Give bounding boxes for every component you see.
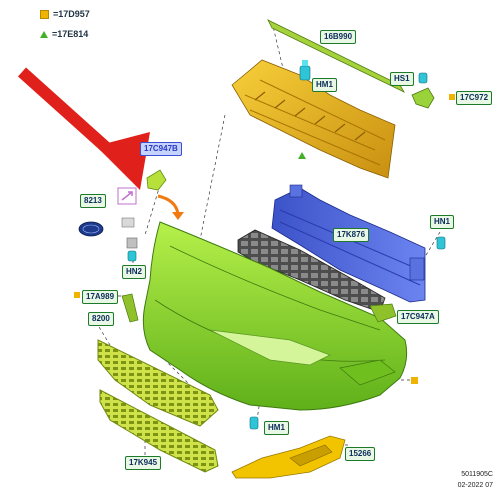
side-piece-17a989	[121, 293, 139, 323]
callout-hn1[interactable]: HN1	[430, 215, 455, 229]
callout-15266[interactable]: 15266	[345, 447, 376, 461]
clip-hn1	[436, 236, 446, 250]
green-triangle-icon	[40, 30, 48, 38]
legend-row-square: =17D957	[40, 8, 90, 20]
leader-line	[95, 321, 111, 346]
ford-badge-icon	[78, 221, 104, 237]
legend-label-triangle: =17E814	[52, 29, 89, 39]
bracket-17c947a	[369, 303, 397, 323]
bumper-cover	[142, 221, 408, 411]
sensor-tag-icon	[121, 191, 133, 201]
yellow-square-icon	[40, 9, 49, 19]
callout-8213[interactable]: 8213	[80, 194, 106, 208]
leader-line	[144, 184, 161, 236]
yellow-square-icon	[74, 292, 80, 298]
bracket-17c972	[411, 87, 435, 109]
upper-grille	[97, 339, 219, 427]
upper-trim-strip	[267, 19, 405, 93]
bracket-17c947b	[146, 169, 167, 191]
callout-17c972[interactable]: 17C972	[456, 91, 493, 105]
callout-hm1-bottom[interactable]: HM1	[264, 421, 289, 435]
legend-row-triangle: =17E814	[40, 28, 88, 40]
callout-17k945[interactable]: 17K945	[125, 456, 162, 470]
green-triangle-icon	[298, 152, 306, 159]
callout-17c947b[interactable]: 17C947B	[140, 142, 182, 156]
upper-absorber	[231, 59, 396, 179]
fog-lamp-bezel	[231, 435, 346, 479]
diagram-reference: 5011905C	[461, 471, 493, 478]
callout-hn2[interactable]: HN2	[122, 265, 147, 279]
yellow-square-icon	[411, 377, 418, 384]
diagram-date: 02-2022 07	[457, 482, 493, 489]
leader-line	[159, 354, 206, 401]
callout-17c947a[interactable]: 17C947A	[397, 310, 439, 324]
callout-17k876[interactable]: 17K876	[333, 228, 370, 242]
lower-grille	[99, 389, 219, 473]
clip-hm1-bottom	[249, 416, 259, 430]
sensor-bracket	[126, 237, 138, 249]
sensor-piece	[121, 217, 135, 228]
callout-hm1-top[interactable]: HM1	[312, 78, 337, 92]
clip-hs1	[418, 72, 428, 84]
orange-direction-arrow	[157, 194, 180, 215]
yellow-square-icon	[449, 94, 455, 100]
clip-hm1-top	[299, 60, 311, 81]
orange-arrow-head	[172, 212, 184, 220]
callout-16b990[interactable]: 16B990	[320, 30, 357, 44]
clip-hn2	[127, 250, 137, 262]
callout-8200[interactable]: 8200	[88, 312, 114, 326]
red-pointer-arrow-icon	[17, 67, 150, 190]
callout-hs1[interactable]: HS1	[390, 72, 414, 86]
callout-17a989[interactable]: 17A989	[82, 290, 119, 304]
legend-label-square: =17D957	[53, 9, 90, 19]
